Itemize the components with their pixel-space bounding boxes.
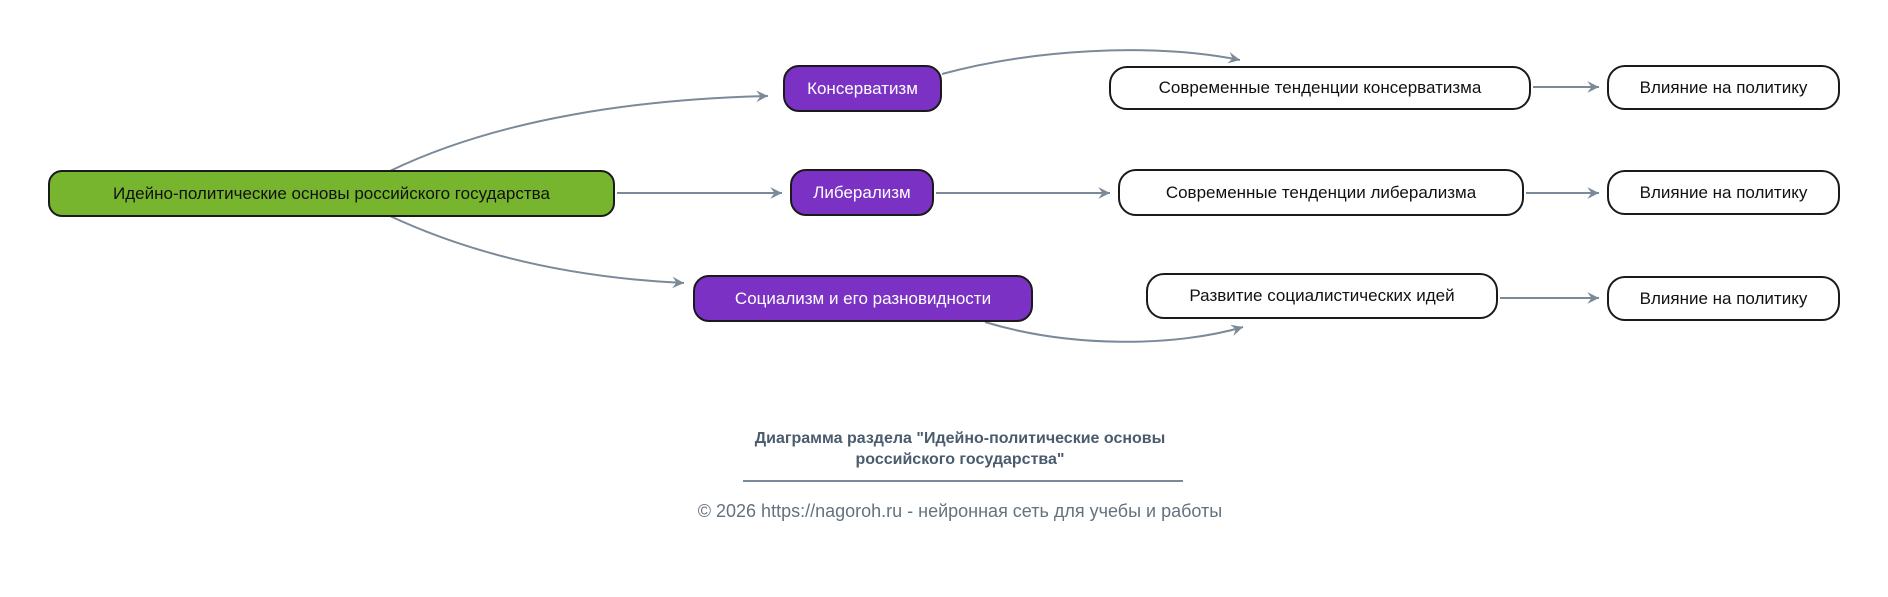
edge-root-to-socialism [389, 215, 685, 289]
edge-socialism-to-development [984, 321, 1244, 343]
diagram-caption: Диаграмма раздела "Идейно-политические о… [754, 430, 1166, 469]
node-trends-liberalism: Современные тенденции либерализма [1118, 169, 1524, 216]
node-influence-politics-1: Влияние на политику [1607, 65, 1840, 110]
node-trends-conservatism: Современные тенденции консерватизма [1109, 66, 1531, 110]
node-influence-politics-3: Влияние на политику [1607, 276, 1840, 321]
node-liberalism: Либерализм [790, 169, 934, 216]
copyright-footer: © 2026 https://nagoroh.ru - нейронная се… [697, 501, 1223, 521]
node-development-socialism: Развитие социалистических идей [1146, 273, 1498, 319]
node-root: Идейно-политические основы российского г… [48, 170, 615, 217]
edge-root-to-conservatism [389, 90, 769, 172]
node-influence-politics-2: Влияние на политику [1607, 170, 1840, 215]
node-socialism: Социализм и его разновидности [693, 275, 1033, 322]
edge-conservatism-to-trends [941, 49, 1241, 75]
caption-divider [743, 480, 1183, 482]
node-conservatism: Консерватизм [783, 65, 942, 112]
